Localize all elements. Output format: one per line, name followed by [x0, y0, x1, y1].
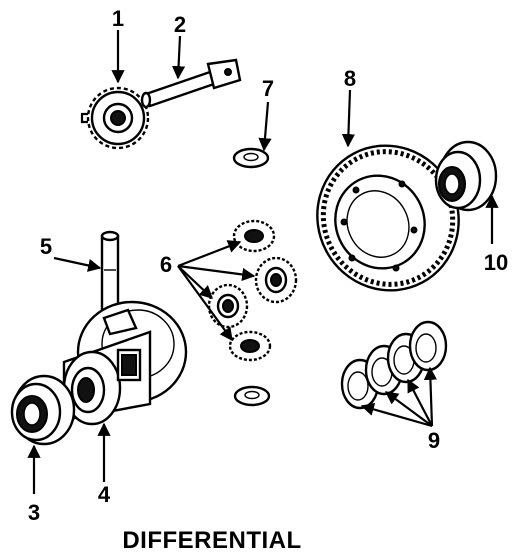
leader-6d — [177, 265, 233, 342]
leader-5 — [53, 256, 102, 272]
pinion-shaft — [100, 230, 120, 316]
side-bearing-right — [434, 140, 498, 212]
differential-pinion-gears — [207, 219, 298, 362]
callout-2: 2 — [174, 12, 186, 37]
diagram-title: DIFFERENTIAL — [122, 527, 301, 554]
leader-6b — [177, 264, 256, 281]
shim-set — [340, 320, 448, 410]
callout-10: 10 — [484, 250, 508, 275]
leader-9d — [423, 366, 438, 427]
leader-9b — [384, 391, 433, 427]
differential-case — [62, 300, 188, 426]
speedometer-drive-gear — [80, 86, 150, 150]
leader-8 — [341, 89, 356, 148]
side-gear-washer-top — [232, 147, 270, 169]
speedometer-driven-shaft — [140, 58, 242, 109]
side-bearing-left — [10, 374, 76, 446]
callout-1: 1 — [112, 6, 124, 31]
leader-7 — [258, 101, 272, 152]
callout-8: 8 — [344, 66, 356, 91]
callout-7: 7 — [262, 76, 274, 101]
leader-lines — [27, 30, 499, 494]
leader-6a — [177, 240, 242, 268]
callout-9: 9 — [428, 428, 440, 453]
callout-5: 5 — [40, 234, 52, 259]
leader-9a — [360, 402, 433, 428]
callout-6: 6 — [160, 252, 172, 277]
leader-2 — [171, 35, 186, 80]
leader-9c — [407, 378, 433, 427]
callout-labels: 1 2 3 4 5 6 7 8 9 10 — [28, 6, 508, 525]
side-gear-washer-bottom — [233, 385, 271, 407]
callout-4: 4 — [98, 482, 111, 507]
callout-3: 3 — [28, 500, 40, 525]
leader-6c — [177, 265, 213, 299]
